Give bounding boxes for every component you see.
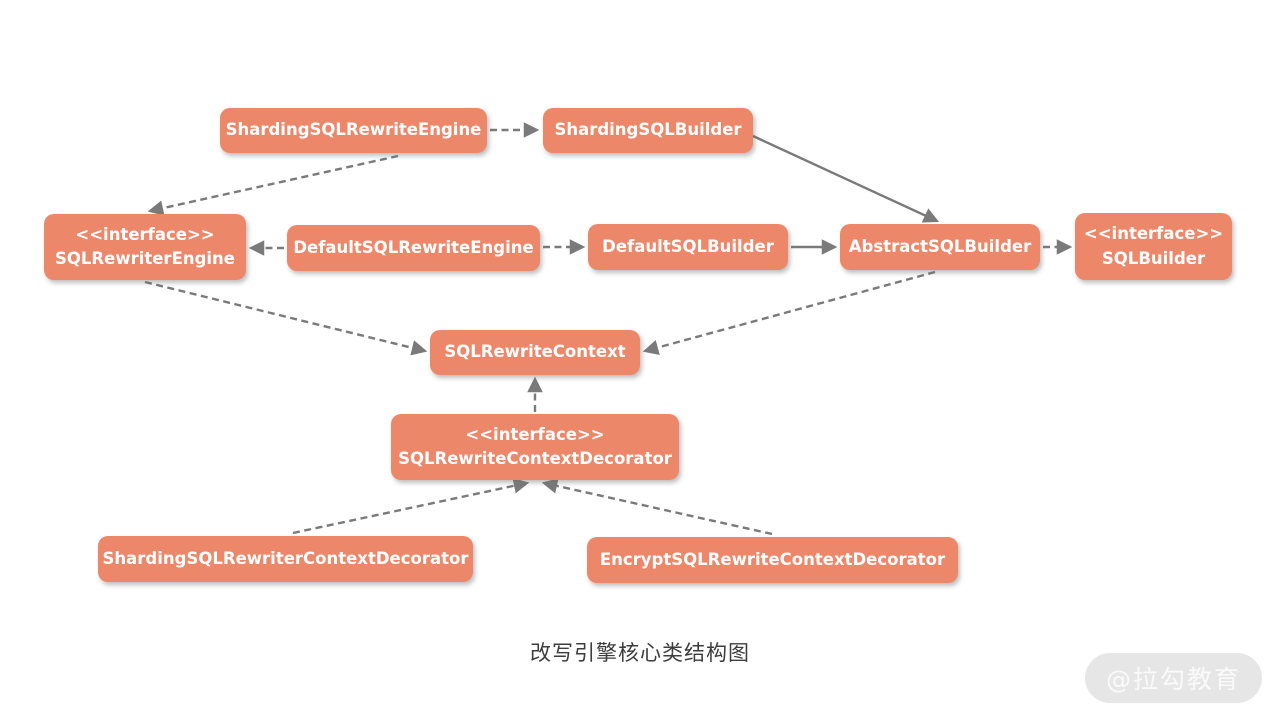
- class-node-sql-rewriter-engine: <<interface>> SQLRewriterEngine: [44, 214, 246, 280]
- class-name-label: DefaultSQLRewriteEngine: [293, 237, 534, 257]
- stereotype-label: <<interface>>: [75, 224, 215, 244]
- class-node-default-sql-rewrite-engine: DefaultSQLRewriteEngine: [287, 225, 540, 271]
- class-node-sql-rewrite-context-decorator: <<interface>> SQLRewriteContextDecorator: [391, 414, 679, 480]
- edge-encrypt-sql-rewrite-context-decorator-to-sql-rewrite-context-decorator: [541, 478, 773, 536]
- class-name-label: EncryptSQLRewriteContextDecorator: [599, 549, 946, 569]
- class-node-abstract-sql-builder: AbstractSQLBuilder: [840, 224, 1040, 270]
- class-node-sql-rewrite-context: SQLRewriteContext: [430, 330, 640, 375]
- diagram-caption: 改写引擎核心类结构图: [530, 641, 750, 665]
- class-name-label: ShardingSQLRewriterContextDecorator: [102, 548, 469, 568]
- edge-abstract-sql-builder-to-sql-rewrite-context: [642, 270, 936, 356]
- edge-sharding-sql-rewriter-context-decorator-to-sql-rewrite-context-decorator: [292, 478, 530, 535]
- class-name-label: SQLRewriteContextDecorator: [398, 449, 672, 468]
- class-name-label: SQLBuilder: [1101, 248, 1206, 268]
- class-node-encrypt-sql-rewrite-context-decorator: EncryptSQLRewriteContextDecorator: [587, 537, 958, 583]
- stereotype-label: <<interface>>: [1083, 224, 1224, 244]
- class-node-sharding-sql-builder: ShardingSQLBuilder: [543, 108, 753, 153]
- edge-sharding-sql-rewrite-engine-to-sql-rewriter-engine: [147, 154, 399, 216]
- class-node-default-sql-builder: DefaultSQLBuilder: [588, 224, 788, 270]
- edge-sql-rewriter-engine-to-sql-rewrite-context: [144, 280, 428, 356]
- class-name-label: AbstractSQLBuilder: [848, 236, 1032, 256]
- class-node-sql-builder: <<interface>> SQLBuilder: [1075, 213, 1232, 280]
- watermark-badge: @拉勾教育: [1085, 653, 1262, 703]
- class-name-label: SQLRewriteContext: [444, 342, 626, 362]
- class-name-label: SQLRewriterEngine: [55, 249, 235, 268]
- class-name-label: ShardingSQLRewriteEngine: [225, 120, 482, 140]
- class-node-sharding-sql-rewriter-context-decorator: ShardingSQLRewriterContextDecorator: [98, 536, 473, 582]
- class-name-label: ShardingSQLBuilder: [554, 120, 742, 140]
- class-name-label: DefaultSQLBuilder: [602, 236, 774, 256]
- stereotype-label: <<interface>>: [465, 424, 605, 444]
- class-node-sharding-sql-rewrite-engine: ShardingSQLRewriteEngine: [220, 108, 487, 153]
- edge-sharding-sql-builder-to-abstract-sql-builder: [752, 134, 940, 223]
